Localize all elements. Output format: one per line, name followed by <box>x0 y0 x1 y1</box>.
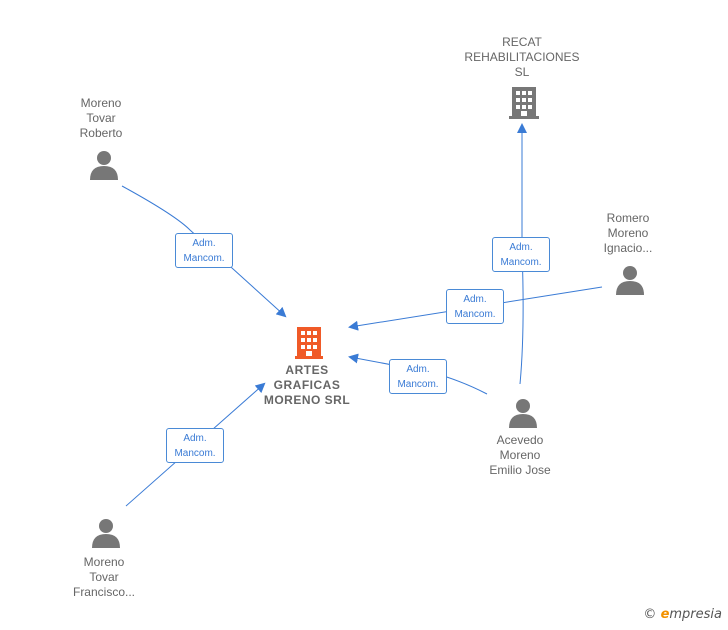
node-label-roberto[interactable]: Moreno Tovar Roberto <box>79 96 123 140</box>
edge-roberto-artes <box>121 185 287 318</box>
brand-name: mpresia <box>669 607 722 622</box>
building-icon[interactable] <box>295 327 323 359</box>
brand-logo[interactable]: © empresia <box>643 607 722 622</box>
brand-e: e <box>660 607 670 622</box>
edge-label-emilio-artes[interactable]: Adm. Mancom. <box>389 359 447 394</box>
edge-label-ignacio-artes[interactable]: Adm. Mancom. <box>446 289 504 324</box>
person-icon[interactable] <box>509 399 537 428</box>
edge-label-roberto-artes[interactable]: Adm. Mancom. <box>175 233 233 268</box>
node-label-recat[interactable]: RECAT REHABILITACIONES SL <box>464 35 580 79</box>
edge-label-emilio-recat[interactable]: Adm. Mancom. <box>492 237 550 272</box>
node-label-artes[interactable]: ARTES GRAFICAS MORENO SRL <box>263 363 351 407</box>
edge-label-francisco-artes[interactable]: Adm. Mancom. <box>166 428 224 463</box>
node-label-francisco[interactable]: Moreno Tovar Francisco... <box>72 555 135 599</box>
node-label-ignacio[interactable]: Romero Moreno Ignacio... <box>603 211 653 255</box>
person-icon[interactable] <box>90 151 118 180</box>
node-label-emilio[interactable]: Acevedo Moreno Emilio Jose <box>489 433 551 477</box>
person-icon[interactable] <box>616 266 644 295</box>
person-icon[interactable] <box>92 519 120 548</box>
building-icon[interactable] <box>509 87 539 119</box>
copyright-icon: © <box>643 607 657 622</box>
